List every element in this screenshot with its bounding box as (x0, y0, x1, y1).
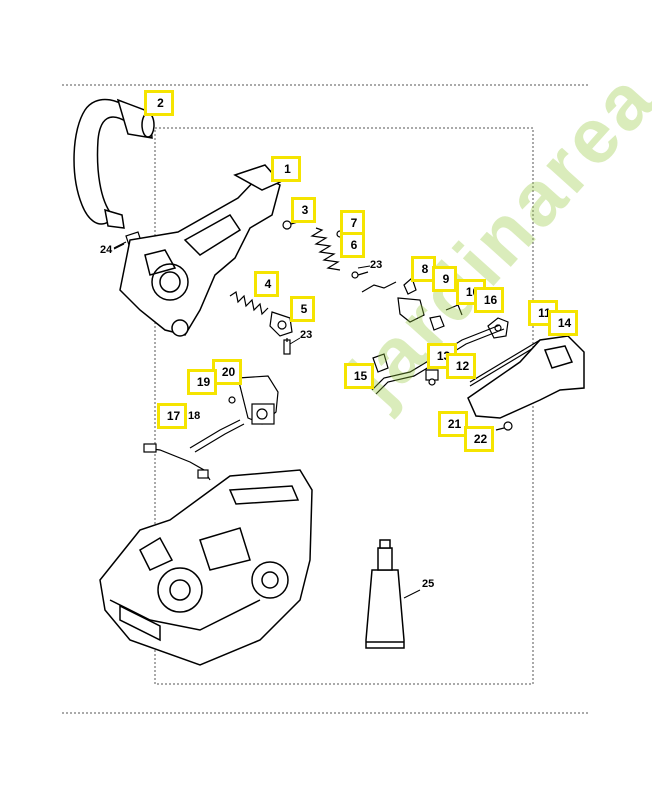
rod-12 (371, 324, 541, 395)
label-18: 18 (188, 410, 201, 422)
screw-23-top (351, 271, 369, 279)
label-23-top: 23 (370, 259, 383, 271)
label-23-mid: 23 (300, 329, 313, 341)
callout-19[interactable]: 19 (187, 369, 217, 395)
callout-4[interactable]: 4 (254, 271, 279, 297)
part-13 (425, 369, 439, 386)
callout-14[interactable]: 14 (548, 310, 578, 336)
screw-23-mid (283, 338, 291, 355)
callout-16[interactable]: 16 (474, 287, 504, 313)
leader-24 (113, 243, 125, 250)
throttle-parts (361, 276, 463, 331)
callout-12[interactable]: 12 (446, 353, 476, 379)
grease-tube-25 (365, 539, 405, 649)
spring-6 (310, 227, 344, 271)
part-15 (372, 353, 389, 373)
callout-5[interactable]: 5 (290, 296, 315, 322)
callout-9[interactable]: 9 (432, 266, 457, 292)
screw-22 (495, 421, 513, 431)
callout-1[interactable]: 1 (271, 156, 301, 182)
leader-23-top (357, 265, 371, 269)
assembly-frame (154, 127, 534, 685)
handle-cover-21 (467, 335, 585, 419)
callout-15[interactable]: 15 (344, 363, 374, 389)
leader-25 (403, 589, 421, 599)
callout-3[interactable]: 3 (291, 197, 316, 223)
callout-11[interactable]: 11 (528, 300, 558, 326)
lever-5 (269, 311, 293, 337)
switch-assembly (143, 375, 279, 481)
callout-17[interactable]: 17 (157, 403, 187, 429)
handlebar-part (73, 98, 155, 229)
label-25: 25 (422, 578, 435, 590)
engine-block (99, 469, 313, 666)
callout-21[interactable]: 21 (438, 411, 468, 437)
leader-23-mid (289, 337, 301, 345)
callout-2[interactable]: 2 (144, 90, 174, 116)
handle-housing-part (119, 164, 282, 337)
callout-6[interactable]: 6 (340, 232, 365, 258)
spring-4 (229, 291, 269, 316)
label-24: 24 (100, 244, 113, 256)
callout-22[interactable]: 22 (464, 426, 494, 452)
